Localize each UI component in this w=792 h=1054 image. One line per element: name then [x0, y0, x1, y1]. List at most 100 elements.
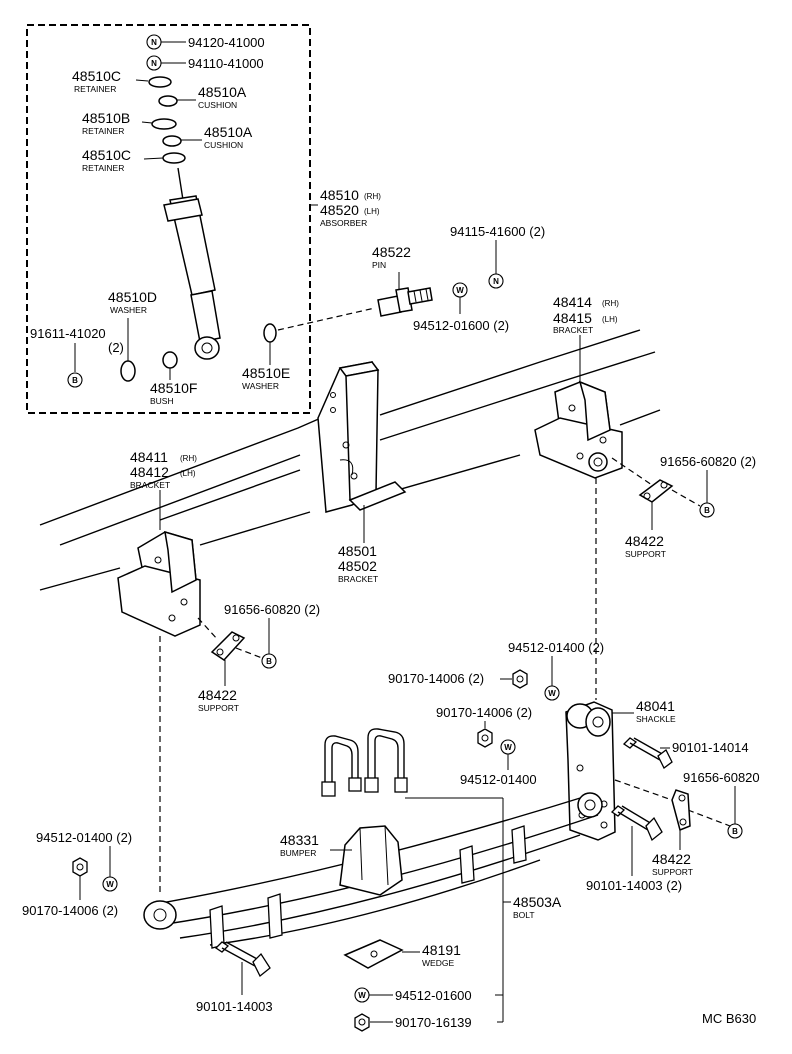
label-bracket-l: BRACKET [130, 480, 170, 490]
svg-text:B: B [704, 506, 710, 515]
bolt-90101-14014 [622, 737, 673, 769]
label-48503a: 48503A [513, 894, 562, 910]
label-90170-14006-2-c: 90170-14006 (2) [22, 903, 118, 918]
label-94512-01600: 94512-01600 [395, 988, 472, 1003]
label-retainer-c: RETAINER [82, 163, 124, 173]
label-94110-41000: 94110-41000 [188, 56, 264, 71]
label-48522: 48522 [372, 244, 411, 260]
nut-90170-14c [72, 857, 88, 877]
svg-text:W: W [456, 286, 464, 295]
label-48422-r: 48422 [625, 533, 664, 549]
label-bracket-r: BRACKET [553, 325, 593, 335]
label-support-l: SUPPORT [198, 703, 239, 713]
label-48415: 48415 [553, 310, 592, 326]
shock-absorber [163, 167, 221, 360]
nut-90170-16139 [354, 1013, 370, 1032]
label-48502: 48502 [338, 558, 377, 574]
support-48422-right [638, 479, 674, 503]
leaf-spring [143, 792, 603, 949]
label-48041: 48041 [636, 698, 675, 714]
svg-text:W: W [106, 880, 114, 889]
u-bolts [321, 728, 408, 797]
wedge-48191 [343, 939, 404, 969]
label-91656-60820-s: 91656-60820 [683, 770, 760, 785]
svg-text:N: N [151, 59, 157, 68]
label-support-r: SUPPORT [625, 549, 666, 559]
retainer-48510c-low [162, 152, 186, 164]
label-90170-14006-2-b: 90170-14006 (2) [436, 705, 532, 720]
label-48510a-a: 48510A [198, 84, 247, 100]
label-94115-41600: 94115-41600 (2) [450, 224, 545, 239]
label-wedge: WEDGE [422, 958, 454, 968]
label-48520: 48520 [320, 202, 359, 218]
bolt-91656-shackle-symbol: B [727, 823, 743, 839]
nut-94110-symbol: N [146, 55, 162, 71]
label-washer-e: WASHER [242, 381, 279, 391]
label-support-s: SUPPORT [652, 867, 693, 877]
label-48414: 48414 [553, 294, 592, 310]
bumper-48331 [339, 825, 403, 896]
label-94120-41000: 94120-41000 [188, 35, 265, 50]
label-lh-2: (LH) [602, 315, 618, 324]
label-91611-qty: (2) [108, 340, 124, 355]
svg-text:B: B [732, 827, 738, 836]
pin-48522 [377, 287, 433, 317]
washer-94512-14a-symbol: W [544, 685, 560, 701]
label-cushion-b: CUSHION [204, 140, 243, 150]
retainer-48510b [151, 118, 177, 130]
label-bush: BUSH [150, 396, 174, 406]
label-48422-l: 48422 [198, 687, 237, 703]
svg-text:W: W [548, 689, 556, 698]
label-bolt: BOLT [513, 910, 535, 920]
label-91656-60820-r: 91656-60820 (2) [660, 454, 756, 469]
label-washer-d: WASHER [110, 305, 147, 315]
bolt-90101-14003-left [214, 941, 271, 978]
nut-90170-14b [477, 728, 493, 748]
label-48510a-b: 48510A [204, 124, 253, 140]
label-94512-01400: 94512-01400 [460, 772, 537, 787]
label-48191: 48191 [422, 942, 461, 958]
label-90170-16139: 90170-16139 [395, 1015, 472, 1030]
washer-94512-16b-symbol: W [354, 987, 370, 1003]
nut-90170-14a [512, 669, 528, 689]
nut-94120-symbol: N [146, 34, 162, 50]
washer-94512-16-symbol: W [452, 282, 468, 298]
label-48510c-a: 48510C [72, 68, 121, 84]
bracket-48414 [534, 380, 623, 479]
label-48411: 48411 [130, 449, 168, 465]
diagram-code: MC B630 [702, 1011, 756, 1026]
label-94512-01600-2: 94512-01600 (2) [413, 318, 509, 333]
label-48331: 48331 [280, 832, 319, 848]
bracket-48501 [317, 361, 407, 513]
label-bumper: BUMPER [280, 848, 316, 858]
label-retainer-b: RETAINER [82, 126, 124, 136]
inset-dashed-frame [26, 24, 311, 414]
washer-94512-14c-symbol: W [102, 876, 118, 892]
bolt-90101-14003-right [610, 805, 663, 842]
label-cushion-a: CUSHION [198, 100, 237, 110]
bracket-48411 [117, 530, 201, 637]
label-rh-3: (RH) [180, 454, 197, 463]
support-48422-shackle [671, 789, 691, 832]
svg-text:W: W [358, 991, 366, 1000]
nut-94115-symbol: N [488, 273, 504, 289]
label-91611-41020: 91611-41020 [30, 326, 106, 341]
shackle-48041 [565, 701, 616, 841]
label-90101-14003: 90101-14003 [196, 999, 273, 1014]
svg-text:B: B [72, 376, 78, 385]
label-lh-1: (LH) [364, 207, 380, 216]
label-94512-01400-2-c: 94512-01400 (2) [36, 830, 132, 845]
label-48510b: 48510B [82, 110, 130, 126]
bush-48510f [162, 351, 178, 369]
label-48510c-b: 48510C [82, 147, 131, 163]
label-shackle: SHACKLE [636, 714, 676, 724]
label-48510e: 48510E [242, 365, 290, 381]
label-90170-14006-2-a: 90170-14006 (2) [388, 671, 484, 686]
washer-48510e [263, 323, 277, 343]
label-rh-2: (RH) [602, 299, 619, 308]
washer-48510d [120, 360, 136, 382]
svg-text:B: B [266, 657, 272, 666]
label-90101-14003-2: 90101-14003 (2) [586, 878, 682, 893]
frame-rail [39, 329, 661, 591]
